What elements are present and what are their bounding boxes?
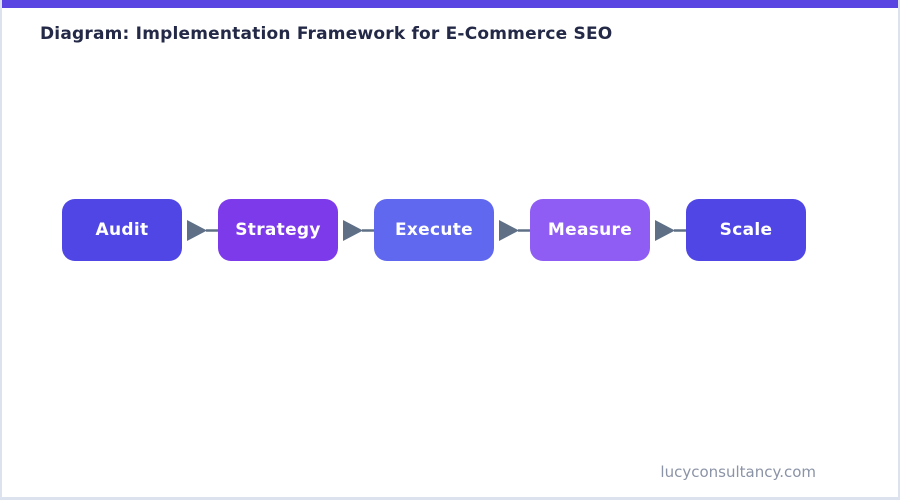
flow-arrow-icon	[494, 199, 530, 261]
page-title: Diagram: Implementation Framework for E-…	[40, 24, 613, 44]
flow-node-label: Audit	[95, 220, 149, 240]
flow-node-strategy: Strategy	[218, 199, 338, 261]
flow-node-label: Strategy	[235, 220, 321, 240]
accent-bar	[2, 0, 898, 8]
flow-row: Audit Strategy Execute Measure Scale	[62, 199, 806, 261]
flow-node-label: Execute	[394, 220, 474, 240]
flow-arrow-icon	[182, 199, 218, 261]
flow-node-scale: Scale	[686, 199, 806, 261]
footer-domain-text: lucyconsultancy.com	[660, 463, 816, 481]
flow-arrow-icon	[338, 199, 374, 261]
flow-node-measure: Measure	[530, 199, 650, 261]
flow-arrow-icon	[650, 199, 686, 261]
flow-node-audit: Audit	[62, 199, 182, 261]
flow-node-execute: Execute	[374, 199, 494, 261]
flow-node-label: Measure	[547, 220, 633, 240]
flow-node-label: Scale	[719, 220, 773, 240]
